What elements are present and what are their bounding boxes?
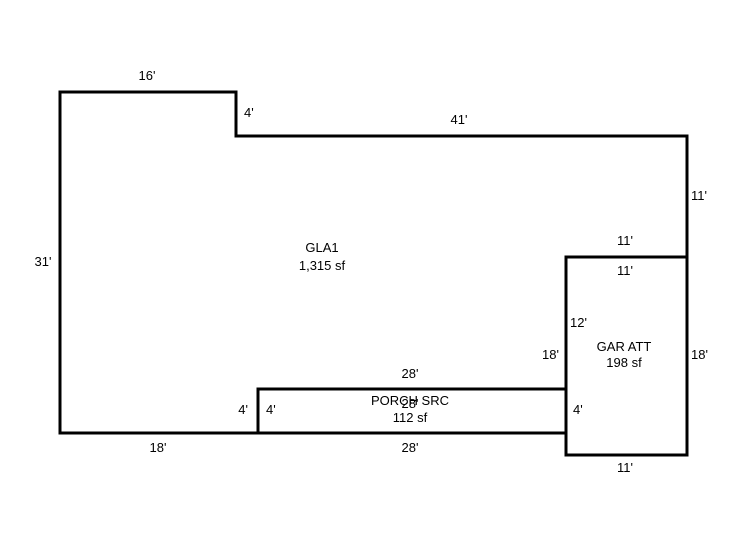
- dim-gla-beside-garage: 18': [542, 347, 559, 362]
- dim-garage-left-upper: 12': [570, 315, 587, 330]
- gla-name: GLA1: [305, 240, 338, 255]
- dim-gla-right-upper: 11': [691, 188, 707, 203]
- dim-gla-porch-side: 4': [238, 402, 248, 417]
- dim-gla-step: 4': [244, 105, 254, 120]
- garage-name: GAR ATT: [597, 339, 652, 354]
- gla-outline: [58, 90, 689, 435]
- dim-porch-bottom: 28': [402, 440, 419, 455]
- dim-garage-right: 18': [691, 347, 708, 362]
- porch-area: 112 sf: [393, 410, 428, 425]
- dim-garage-bottom: 11': [617, 460, 633, 475]
- dim-gla-left: 31': [35, 254, 52, 269]
- garage-area: 198 sf: [606, 355, 642, 370]
- dim-gla-top-right: 41': [451, 112, 468, 127]
- garage-outline: [564, 255, 689, 457]
- dim-gla-above-garage: 11': [617, 233, 633, 248]
- dim-porch-top-overlap: 28': [402, 396, 419, 411]
- dim-porch-left: 4': [266, 402, 276, 417]
- gla-area: 1,315 sf: [299, 258, 346, 273]
- dim-garage-top: 11': [617, 263, 633, 278]
- dim-porch-top: 28': [402, 366, 419, 381]
- dim-garage-left-lower: 4': [573, 402, 583, 417]
- dim-gla-bottom-left: 18': [150, 440, 167, 455]
- porch-outline: [256, 387, 568, 435]
- porch-name: PORCH SRC: [371, 393, 449, 408]
- dim-gla-top-left: 16': [139, 68, 156, 83]
